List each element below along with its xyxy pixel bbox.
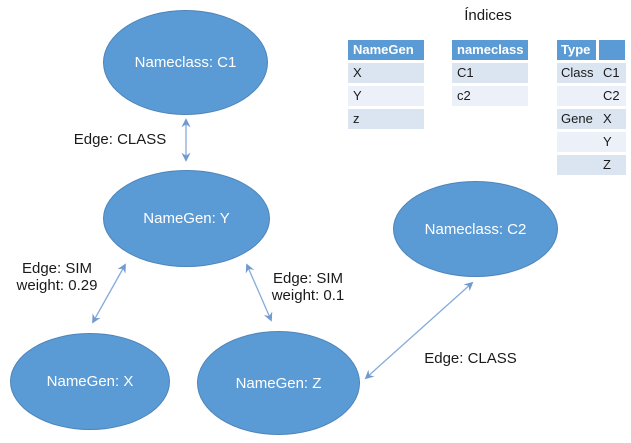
table-type-row-class-c1: Class C1	[557, 63, 626, 83]
table-namegen-row-x: X	[348, 63, 424, 83]
table-type-cell: C2	[599, 86, 625, 106]
table-type-cell	[557, 132, 596, 152]
table-type-row-z: Z	[557, 155, 626, 175]
table-type-header-row: Type	[557, 40, 626, 60]
node-nameclass-c2: Nameclass: C2	[393, 181, 558, 277]
node-namegen-y-label: NameGen: Y	[143, 210, 230, 227]
edge-z-c2-label: Edge: CLASS	[424, 350, 517, 367]
table-type-cell: Class	[557, 63, 596, 83]
edge-y-x-label: Edge: SIM weight: 0.29	[8, 260, 106, 294]
table-type-header-col2	[599, 40, 625, 60]
table-type-cell: Z	[599, 155, 625, 175]
table-type-cell: X	[599, 109, 625, 129]
node-namegen-y: NameGen: Y	[103, 170, 270, 267]
edge-y-x-label-line1: Edge: SIM	[21, 260, 93, 277]
table-type-cell: Y	[599, 132, 625, 152]
table-type-row-c2: C2	[557, 86, 626, 106]
table-nameclass-row-c1: C1	[452, 63, 528, 83]
table-type: Type Class C1 C2 Gene X Y Z	[557, 40, 626, 178]
table-namegen: NameGen X Y z	[348, 40, 424, 132]
table-type-cell: Gene	[557, 109, 596, 129]
table-nameclass-header: nameclass	[452, 40, 528, 60]
node-nameclass-c1: Nameclass: C1	[103, 10, 268, 115]
edge-c1-y-label: Edge: CLASS	[73, 131, 167, 148]
node-namegen-x-label: NameGen: X	[46, 373, 134, 390]
table-namegen-row-z: z	[348, 109, 424, 129]
node-namegen-z: NameGen: Z	[197, 331, 360, 435]
edge-y-z-label-line1: Edge: SIM	[272, 270, 344, 287]
table-namegen-header: NameGen	[348, 40, 424, 60]
table-type-cell	[557, 86, 596, 106]
table-type-cell: C1	[599, 63, 625, 83]
table-nameclass: nameclass C1 c2	[452, 40, 528, 109]
table-type-header-col1: Type	[557, 40, 596, 60]
table-type-cell	[557, 155, 596, 175]
table-type-row-gene-x: Gene X	[557, 109, 626, 129]
edge-y-x-label-line2: weight: 0.29	[16, 277, 98, 294]
indices-title: Índices	[464, 7, 512, 24]
node-nameclass-c2-label: Nameclass: C2	[424, 220, 527, 238]
table-nameclass-row-c2: c2	[452, 86, 528, 106]
node-nameclass-c1-label: Nameclass: C1	[134, 54, 237, 71]
edge-y-z-label-line2: weight: 0.1	[271, 287, 345, 304]
node-namegen-x: NameGen: X	[10, 333, 170, 430]
table-namegen-row-y: Y	[348, 86, 424, 106]
table-type-row-y: Y	[557, 132, 626, 152]
edge-y-z-label: Edge: SIM weight: 0.1	[258, 270, 358, 304]
node-namegen-z-label: NameGen: Z	[235, 374, 322, 392]
